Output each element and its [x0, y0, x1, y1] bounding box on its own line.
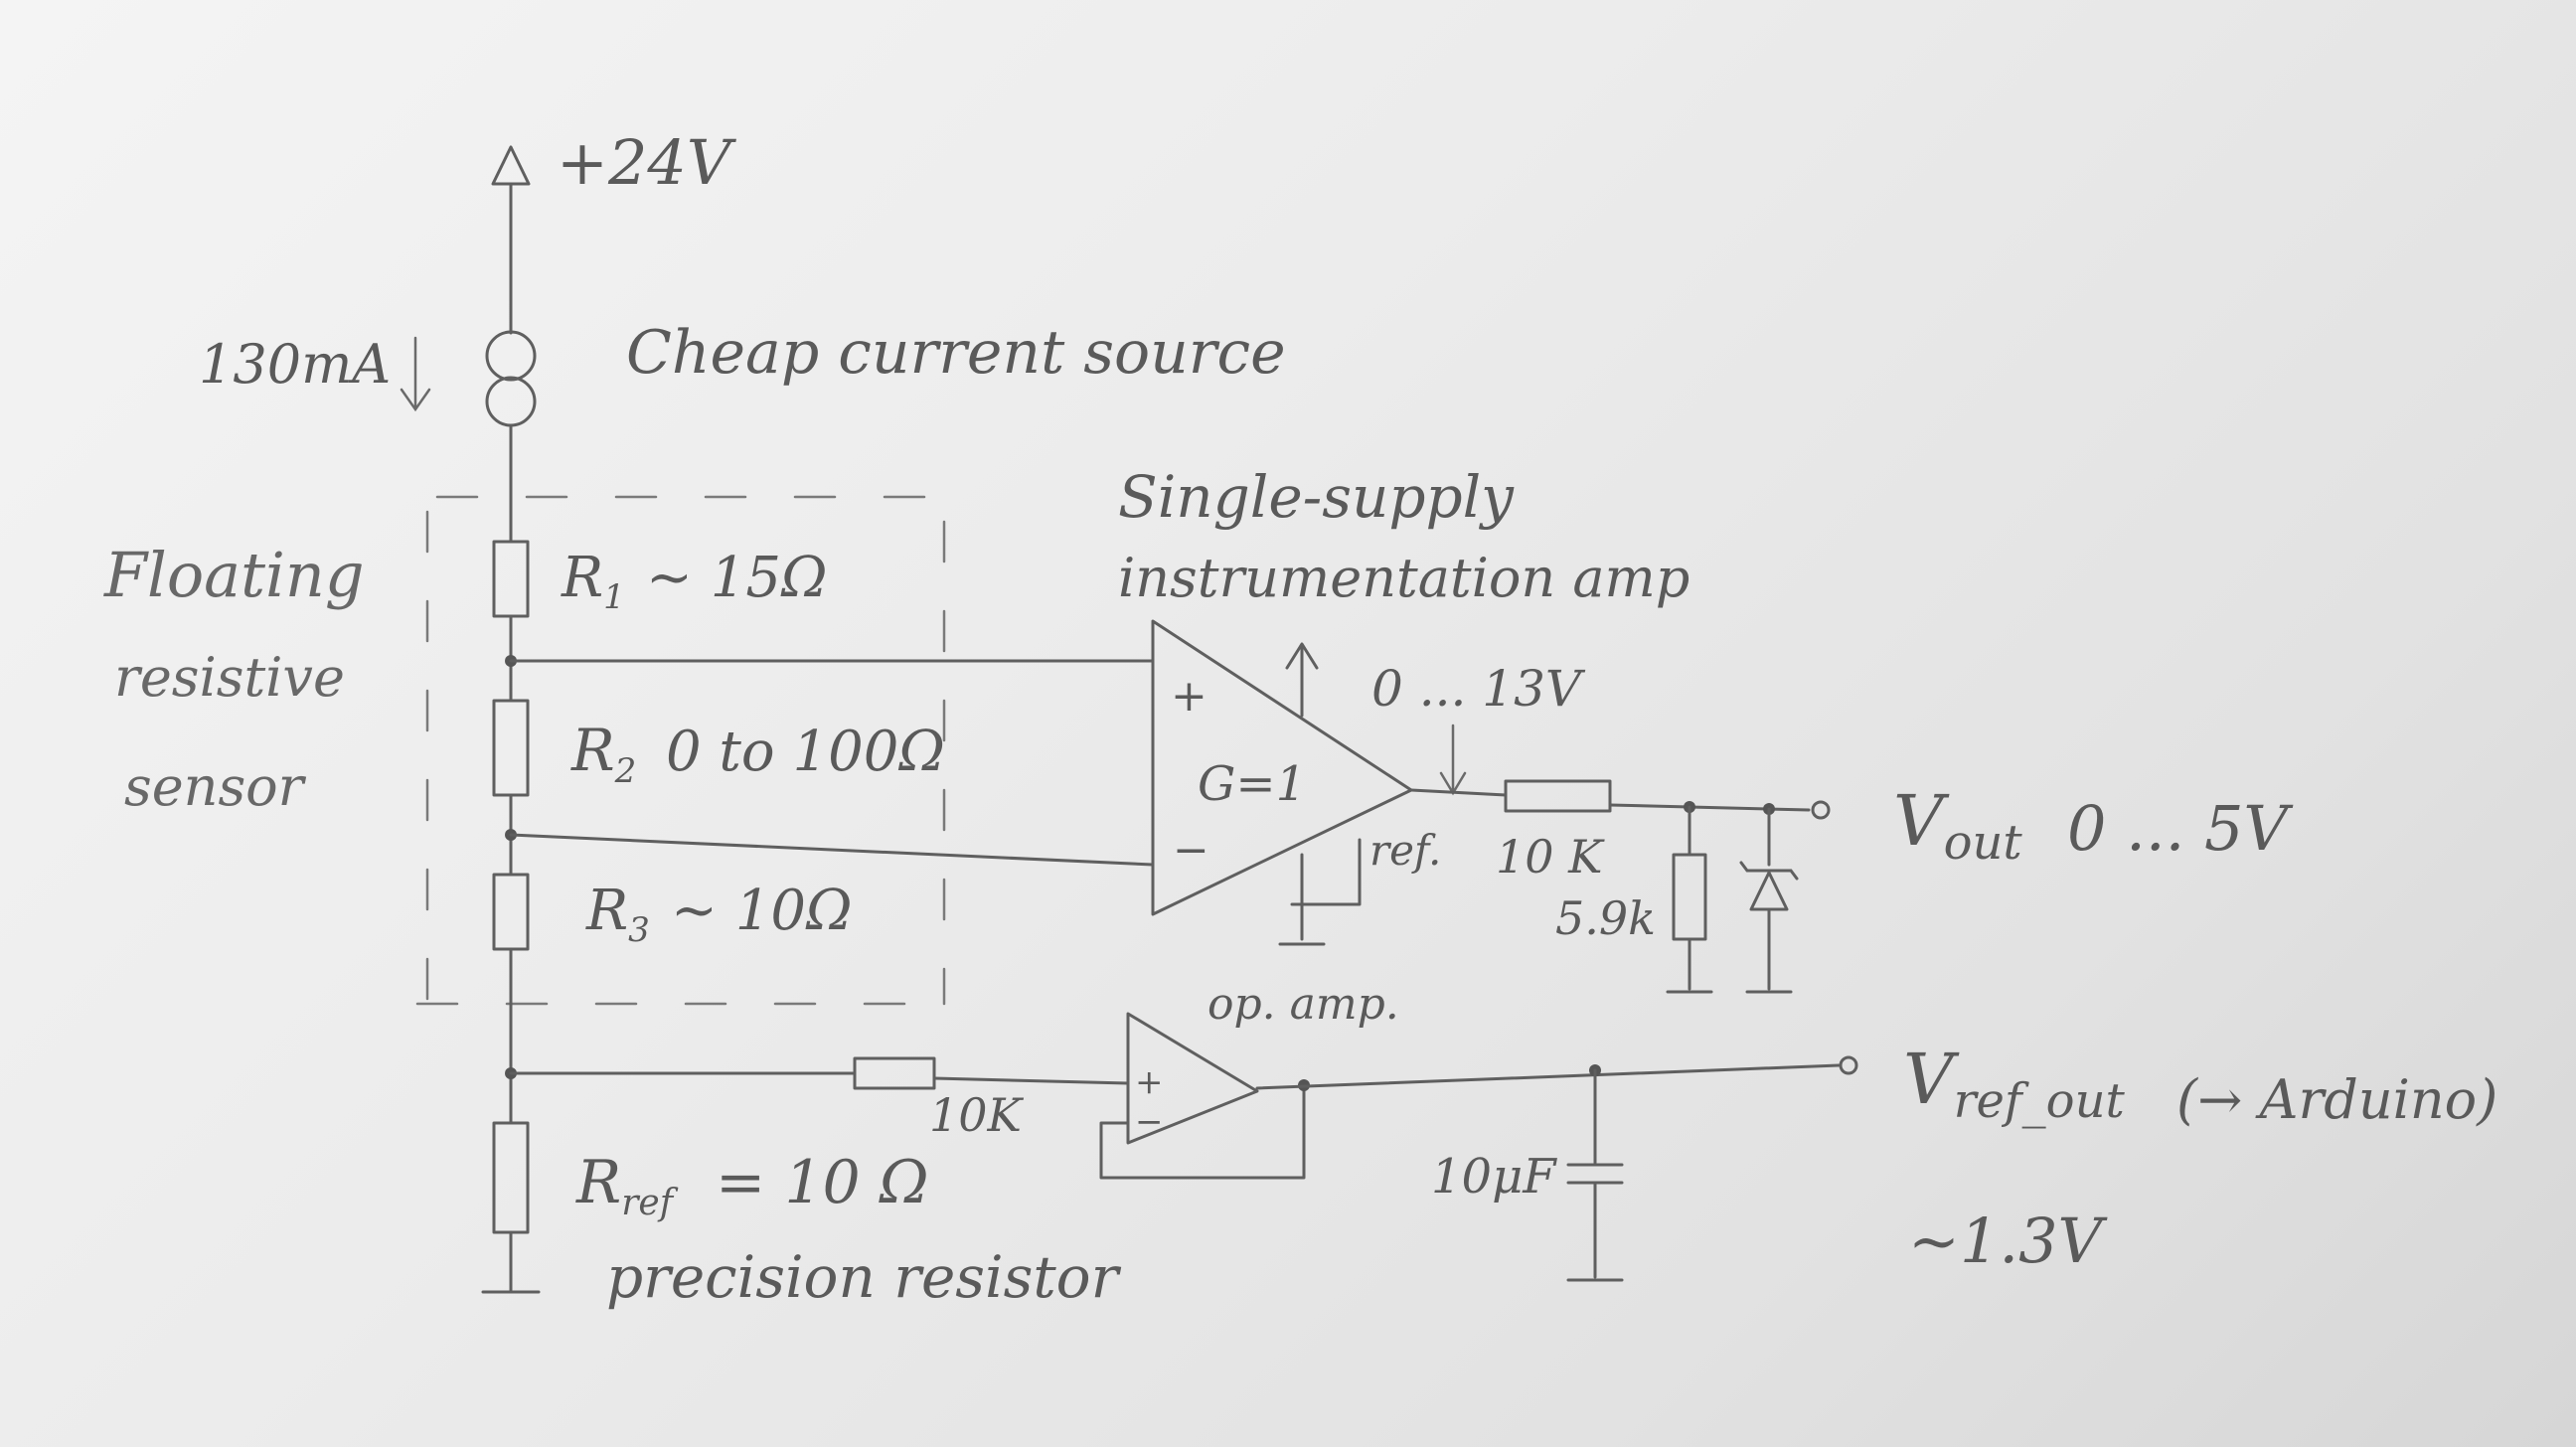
instamp-minus: − — [1173, 825, 1209, 876]
current-source-label: Cheap current source — [626, 318, 1286, 388]
minus-input-wire — [509, 833, 1155, 867]
instamp-gain: G=1 — [1198, 756, 1306, 812]
buffer-minus: − — [1135, 1102, 1164, 1142]
vout-terminal[interactable] — [1811, 800, 1831, 820]
buffer-op-amp — [1126, 1012, 1259, 1145]
r2-value: 0 to 100Ω — [666, 720, 945, 784]
vref-name: Vref_out — [1903, 1039, 2125, 1129]
zener-diode-icon — [1739, 861, 1799, 911]
resistor-r3 — [492, 873, 530, 951]
vref-wire — [1255, 1063, 1841, 1090]
buffer-plus: + — [1135, 1062, 1164, 1102]
rref-note: precision resistor — [606, 1243, 1122, 1311]
instamp-ref-label: ref. — [1369, 826, 1441, 875]
vout-range: 0 ... 5V — [2067, 792, 2294, 865]
current-label: 130mA — [199, 333, 391, 396]
buffer-input-wire — [932, 1076, 1130, 1085]
sensor-label-line2: resistive — [114, 646, 345, 709]
buffer-feedback-wire — [1099, 1083, 1306, 1180]
divider-r-bottom-label: 5.9k — [1555, 891, 1656, 945]
capacitor-label: 10μF — [1431, 1149, 1557, 1205]
instamp-plus: + — [1171, 671, 1208, 722]
supply-arrow-icon — [491, 145, 531, 186]
instamp-output-range: 0 ... 13V — [1371, 660, 1586, 718]
r3-value: ~ 10Ω — [671, 879, 852, 943]
instamp-out-wire — [1409, 788, 1508, 797]
current-source-icon — [485, 330, 537, 427]
r3-name: R3 — [585, 879, 650, 950]
vout-wire — [1608, 803, 1811, 812]
current-direction-arrow-icon — [400, 336, 431, 412]
divider-r-top-label: 10 K — [1496, 830, 1605, 884]
resistor-10k-buffer — [853, 1056, 936, 1090]
vref-note: (→ Arduino) — [2176, 1068, 2497, 1131]
output-probe-arrow-icon — [1439, 724, 1467, 796]
instamp-label-line2: instrumentation amp — [1118, 547, 1690, 609]
r1-value: ~ 15Ω — [646, 546, 827, 610]
sensor-label-line1: Floating — [103, 539, 365, 611]
rref-name: Rref — [575, 1148, 679, 1223]
vref-terminal[interactable] — [1839, 1055, 1858, 1075]
vref-value: ~1.3V — [1908, 1205, 2109, 1277]
resistor-r1 — [492, 540, 530, 618]
resistor-r2 — [492, 699, 530, 797]
instamp-label-line1: Single-supply — [1118, 463, 1515, 531]
capacitor-icon — [1566, 1163, 1624, 1185]
resistor-10k-divider — [1504, 779, 1612, 813]
r1-name: R1 — [561, 546, 625, 617]
buffer-resistor-label: 10K — [929, 1088, 1025, 1142]
resistor-5-9k — [1672, 853, 1707, 941]
supply-label: +24V — [557, 126, 737, 199]
instrumentation-amplifier — [1151, 619, 1413, 916]
resistor-rref — [492, 1121, 530, 1234]
ref-pin-wire — [1290, 838, 1362, 906]
sensor-label-line3: sensor — [124, 755, 307, 818]
buffer-label: op. amp. — [1208, 979, 1399, 1030]
rref-value: = 10 Ω — [716, 1148, 929, 1217]
instamp-supply-arrow-icon — [1285, 642, 1319, 718]
r2-name: R2 — [570, 717, 636, 791]
vout-name: Vout — [1893, 780, 2022, 871]
